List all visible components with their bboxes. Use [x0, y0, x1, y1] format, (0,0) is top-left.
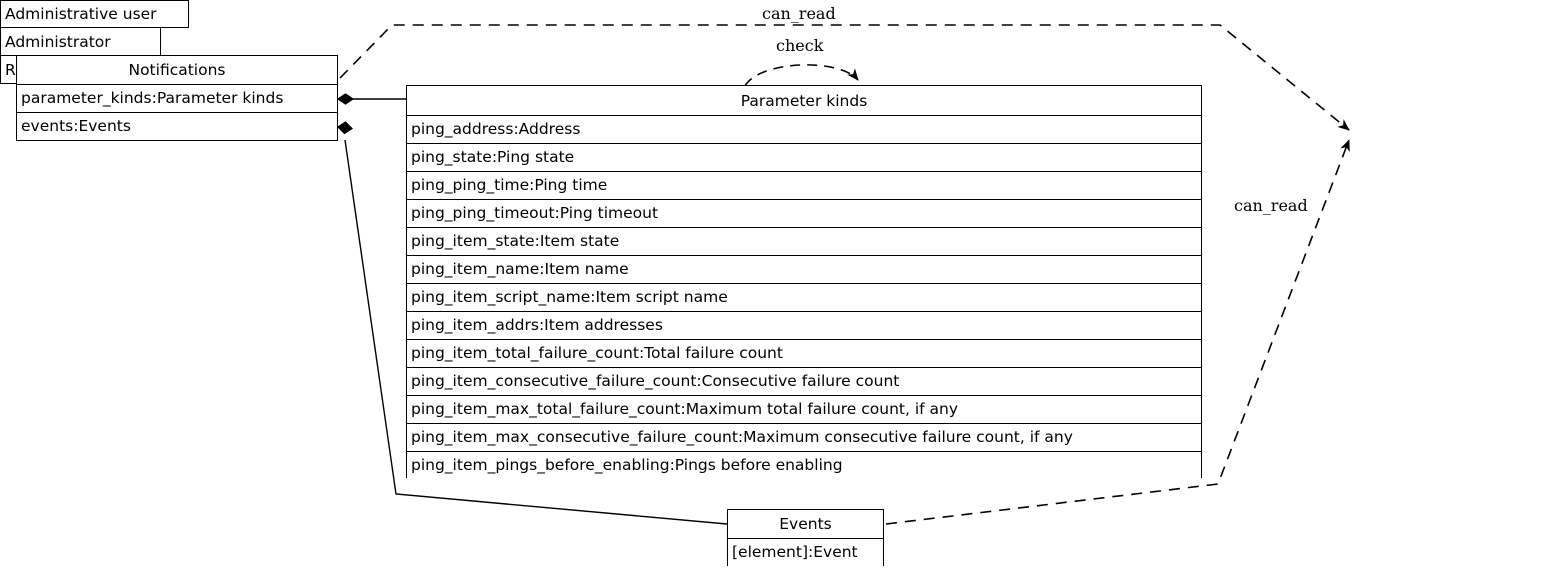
edge-label-check: check — [776, 36, 824, 55]
class-node-parameter-kinds[interactable]: Parameter kinds ping_address:Address pin… — [406, 85, 1202, 479]
class-attribute-row: [element]:Event — [728, 538, 883, 566]
class-title-parameter-kinds: Parameter kinds — [407, 86, 1201, 115]
class-attribute-row: events:Events — [17, 112, 337, 140]
composition-diamond-parameter-kinds — [336, 93, 355, 105]
class-attribute-row: ping_item_consecutive_failure_count:Cons… — [407, 367, 1201, 395]
class-title-notifications: Notifications — [17, 56, 337, 84]
enum-title-administrative-user: Administrative user — [0, 0, 189, 28]
class-attribute-row: ping_item_addrs:Item addresses — [407, 311, 1201, 339]
edge-label-can-read-bottom: can_read — [1234, 196, 1308, 215]
class-attribute-row: ping_ping_time:Ping time — [407, 171, 1201, 199]
class-node-notifications[interactable]: Notifications parameter_kinds:Parameter … — [16, 55, 338, 141]
class-attribute-row: ping_item_name:Item name — [407, 255, 1201, 283]
enum-value-row: Administrator — [0, 28, 161, 56]
class-attribute-row: ping_item_pings_before_enabling:Pings be… — [407, 451, 1201, 479]
class-title-events: Events — [728, 510, 883, 538]
class-attribute-row: ping_item_total_failure_count:Total fail… — [407, 339, 1201, 367]
class-attribute-row: ping_item_state:Item state — [407, 227, 1201, 255]
class-attribute-row: ping_address:Address — [407, 115, 1201, 143]
edge-label-can-read-top: can_read — [762, 4, 836, 23]
class-attribute-row: ping_item_script_name:Item script name — [407, 283, 1201, 311]
class-attribute-row: ping_state:Ping state — [407, 143, 1201, 171]
class-node-events[interactable]: Events [element]:Event — [727, 509, 884, 566]
edge-notifications-parameter-kinds — [336, 93, 406, 105]
class-attribute-row: ping_item_max_consecutive_failure_count:… — [407, 423, 1201, 451]
edge-check-parameter-kinds — [744, 64, 859, 87]
composition-diamond-events — [337, 121, 353, 135]
class-attribute-row: ping_item_max_total_failure_count:Maximu… — [407, 395, 1201, 423]
class-attribute-row: ping_ping_timeout:Ping timeout — [407, 199, 1201, 227]
class-attribute-row: parameter_kinds:Parameter kinds — [17, 84, 337, 112]
